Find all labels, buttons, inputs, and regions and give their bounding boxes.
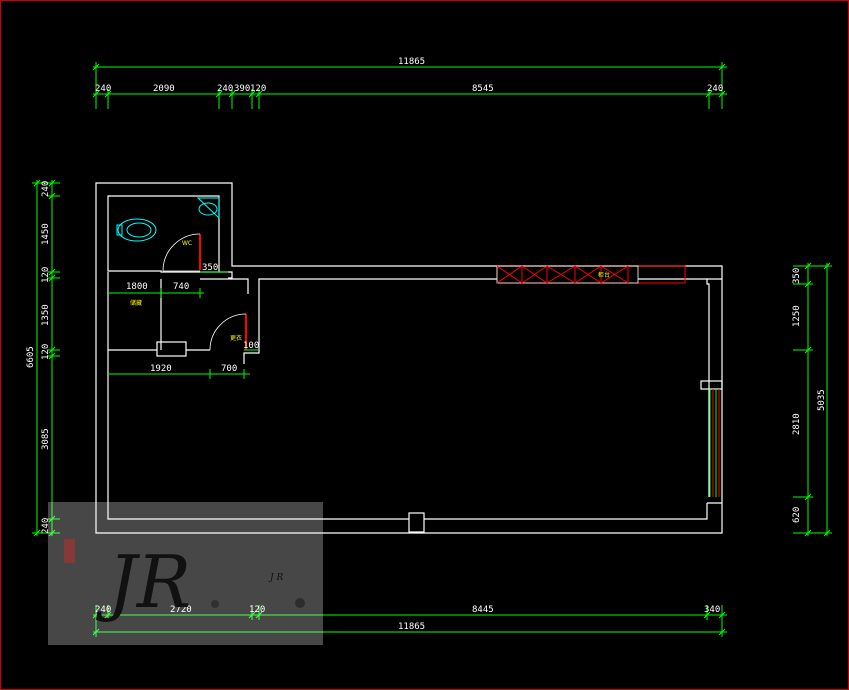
dim-room-b: 740 xyxy=(173,282,189,292)
dim-left-overall: 6605 xyxy=(26,346,36,368)
sink-fixture xyxy=(196,197,220,220)
dim-right-seg: 620 xyxy=(792,507,802,523)
dim-left-seg: 120 xyxy=(41,344,51,360)
window-sill xyxy=(700,380,723,390)
door-changing xyxy=(209,313,247,351)
dim-door-offset: 100 xyxy=(243,341,259,351)
dim-right-seg: 2810 xyxy=(792,413,802,435)
dim-bottom-seg: 340 xyxy=(704,605,720,615)
dim-left-seg: 1450 xyxy=(41,223,51,245)
dim-bottom-seg: 8445 xyxy=(472,605,494,615)
dimension-ticks xyxy=(33,63,831,636)
dim-top-seg: 240 xyxy=(95,84,111,94)
watermark-small: J R xyxy=(268,573,283,583)
dim-top-seg: 240 xyxy=(707,84,723,94)
right-recess xyxy=(707,278,722,504)
walls xyxy=(95,182,723,534)
dim-top-seg: 2090 xyxy=(153,84,175,94)
dim-left-seg: 240 xyxy=(41,518,51,534)
dimension-lines xyxy=(32,62,832,637)
dim-top-overall: 11865 xyxy=(398,57,425,67)
dim-bottom-seg: 2720 xyxy=(170,605,192,615)
dim-hall: 1920 xyxy=(150,364,172,374)
inner-wall-main xyxy=(107,271,710,520)
dim-left-seg: 1350 xyxy=(41,304,51,326)
wall-column xyxy=(408,512,425,533)
door-wc xyxy=(162,233,201,272)
seal-stamp xyxy=(64,539,75,563)
dim-room-a: 1800 xyxy=(126,282,148,292)
dim-left-seg: 3085 xyxy=(41,428,51,450)
dim-right-overall: 5035 xyxy=(817,389,827,411)
label-cabinet: 柜台 xyxy=(598,271,610,279)
toilet-fixture xyxy=(116,218,157,242)
dim-right-seg: 1250 xyxy=(792,305,802,327)
window-right xyxy=(709,389,720,497)
watermark: JR J R xyxy=(48,502,323,645)
label-changing: 更衣 xyxy=(230,334,242,342)
dim-bottom-seg: 240 xyxy=(95,605,111,615)
dim-hall-door: 700 xyxy=(221,364,237,374)
wall-column xyxy=(156,341,187,357)
dim-bottom-seg: 120 xyxy=(249,605,265,615)
inner-wall xyxy=(107,195,220,273)
dim-left-seg: 120 xyxy=(41,267,51,283)
dim-top-seg: 240 xyxy=(217,84,233,94)
dim-right-seg: 350 xyxy=(792,268,802,284)
dim-top-seg: 120 xyxy=(250,84,266,94)
label-storage: 储藏 xyxy=(130,299,142,307)
dim-top-seg: 390 xyxy=(234,84,250,94)
dim-top-seg: 8545 xyxy=(472,84,494,94)
dim-left-seg: 240 xyxy=(41,181,51,197)
label-wc: WC xyxy=(182,240,192,247)
cabinet-counter xyxy=(496,265,686,284)
outer-wall xyxy=(95,182,723,534)
dim-bottom-overall: 11865 xyxy=(398,622,425,632)
watermark-letters: JR xyxy=(95,540,191,624)
partition-wall xyxy=(107,272,249,351)
dim-wc-door: 350 xyxy=(202,263,218,273)
